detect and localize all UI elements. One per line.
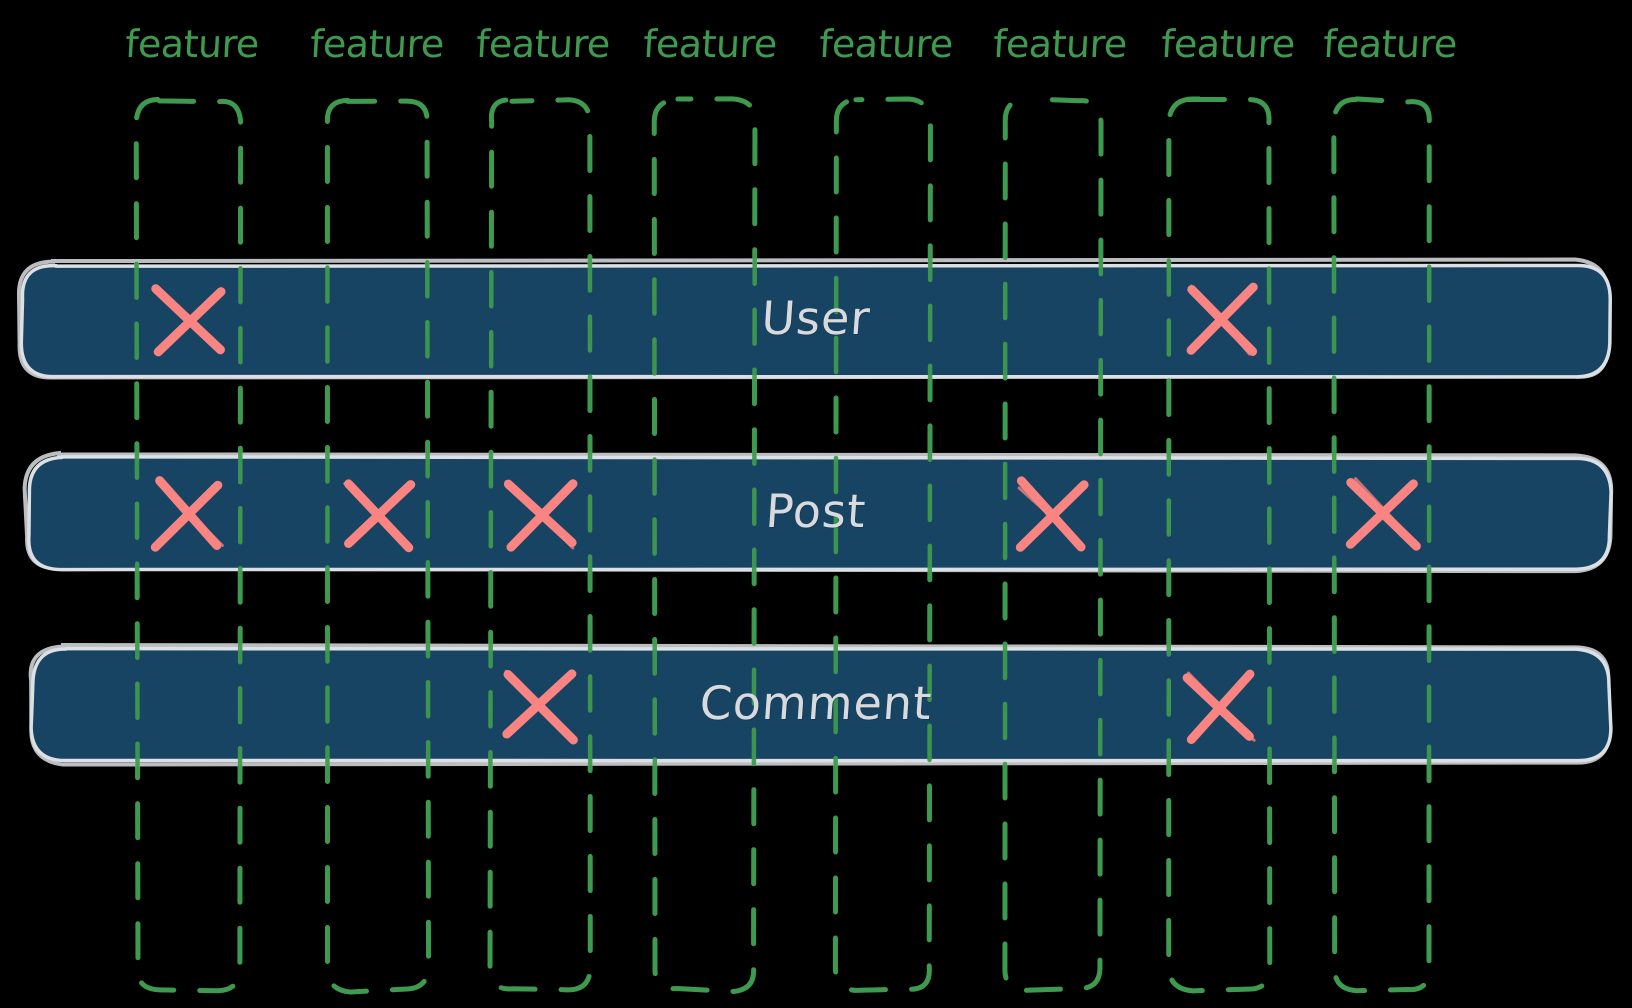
cross-stroke-b xyxy=(1186,282,1258,355)
cross-mark xyxy=(1345,477,1421,551)
cross-stroke-b xyxy=(344,480,416,549)
cross-stroke-b xyxy=(1345,479,1418,549)
entity-label-post: Post xyxy=(763,484,869,538)
feature-column-label-1: feature xyxy=(123,22,260,66)
feature-column-4 xyxy=(652,96,758,994)
cross-stroke-c xyxy=(156,478,224,547)
cross-mark xyxy=(150,476,224,552)
cross-mark xyxy=(502,669,578,745)
cross-mark xyxy=(151,284,226,357)
feature-column-6 xyxy=(1002,96,1104,993)
feature-column-label-5: feature xyxy=(817,22,954,66)
cross-mark xyxy=(1015,476,1089,552)
entity-bar-comment[interactable] xyxy=(28,642,1613,767)
feature-column-label-7: feature xyxy=(1159,22,1296,66)
entity-bar-body xyxy=(27,455,1613,572)
cross-stroke-b xyxy=(150,480,223,552)
cross-stroke-c xyxy=(159,290,220,349)
entity-label-user: User xyxy=(759,291,873,345)
entity-bar-body xyxy=(19,263,1612,379)
feature-column-label-4: feature xyxy=(641,22,778,66)
cross-mark xyxy=(503,479,578,552)
feature-column-label-2: feature xyxy=(308,22,445,66)
cross-stroke-c xyxy=(504,669,571,736)
cross-stroke-c xyxy=(1189,284,1251,356)
cross-stroke-c xyxy=(1017,486,1085,547)
entity-bar-body xyxy=(29,646,1613,763)
cross-stroke-c xyxy=(1186,671,1256,742)
feature-column-2 xyxy=(325,98,431,995)
feature-column-label-8: feature xyxy=(1321,22,1458,66)
entity-label-comment: Comment xyxy=(697,676,935,730)
feature-column-7 xyxy=(1166,96,1273,994)
cross-stroke-c xyxy=(343,482,406,545)
cross-mark xyxy=(1182,669,1256,745)
cross-mark xyxy=(1186,282,1258,356)
feature-column-5 xyxy=(833,96,933,993)
cross-mark xyxy=(343,479,416,553)
feature-column-label-3: feature xyxy=(474,22,611,66)
feature-column-label-6: feature xyxy=(991,22,1128,66)
feature-column-3 xyxy=(487,97,593,993)
cross-stroke-c xyxy=(1354,477,1417,544)
feature-column-1 xyxy=(133,97,243,994)
cross-stroke-c xyxy=(504,480,575,550)
entity-bar-post[interactable] xyxy=(22,450,1614,574)
entity-bar-user[interactable] xyxy=(17,257,1612,380)
feature-column-8 xyxy=(1331,96,1432,993)
